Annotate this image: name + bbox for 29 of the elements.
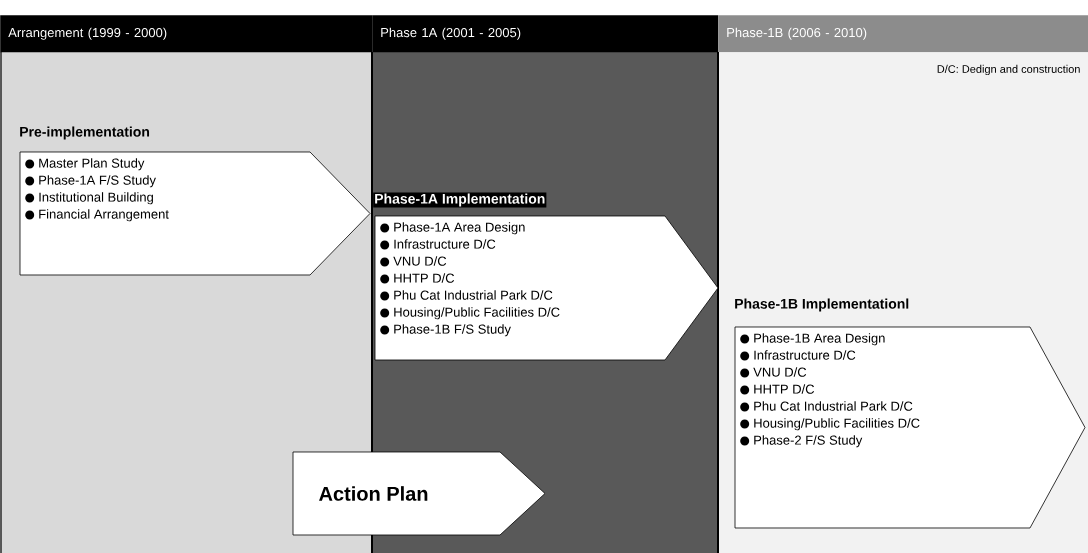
arrow-box: Master Plan Study Phase-1A F/S Study Institutional Building Financial Arrangement xyxy=(19,151,371,276)
column-header: Phase-1B (2006 - 2010) xyxy=(718,15,1088,53)
column-header: Phase 1A (2001 - 2005) xyxy=(372,15,719,53)
node-label: HHTP D/C xyxy=(394,273,455,283)
node-label: Institutional Building xyxy=(39,192,153,205)
heading: Phase-1B Implementationl xyxy=(735,298,909,312)
node-label: Financial Arrangement xyxy=(39,209,169,222)
node-label: Phase-1A F/S Study xyxy=(39,175,156,188)
node-label: HHTP D/C xyxy=(754,384,815,394)
node-label: VNU D/C xyxy=(753,367,807,377)
node-label: Housing/Public Facilities D/C xyxy=(754,418,920,431)
node-label: Housing/Public Facilities D/C xyxy=(394,307,560,320)
note: D/C: Dedign and construction xyxy=(937,64,1080,76)
node-label: Phu Cat Industrial Park D/C xyxy=(754,401,913,411)
arrow-box: Phase-1A Area Design Infrastructure D/C VNU D/C HHTP D/C Phu Cat Industrial Park D/C Housing/Public Facilities D/C Phase-1B F/S Study xyxy=(374,215,719,361)
node-label: Phase-1A Area Design xyxy=(394,222,525,235)
node-label: Phase-1B Area Design xyxy=(754,333,885,346)
arrow-box: Phase-1B Area Design Infrastructure D/C VNU D/C HHTP D/C Phu Cat Industrial Park D/C Housing/Public Facilities D/C Phase-2 F/S Study xyxy=(734,326,1086,529)
heading: Phase-1A Implementation xyxy=(373,192,547,208)
node-label: Master Plan Study xyxy=(39,158,145,171)
column-header: Arrangement (1999 - 2000) xyxy=(0,15,373,53)
arrow-box: Action Plan xyxy=(292,451,546,536)
node-label: Phu Cat Industrial Park D/C xyxy=(394,290,553,300)
node-label: VNU D/C xyxy=(393,256,447,266)
node-label: Infrastructure D/C xyxy=(754,350,856,360)
node-label: Phase-2 F/S Study xyxy=(754,435,863,448)
heading: Pre-implementation xyxy=(20,126,150,140)
node-label: Phase-1B F/S Study xyxy=(394,324,511,337)
node-label: Infrastructure D/C xyxy=(394,239,496,249)
